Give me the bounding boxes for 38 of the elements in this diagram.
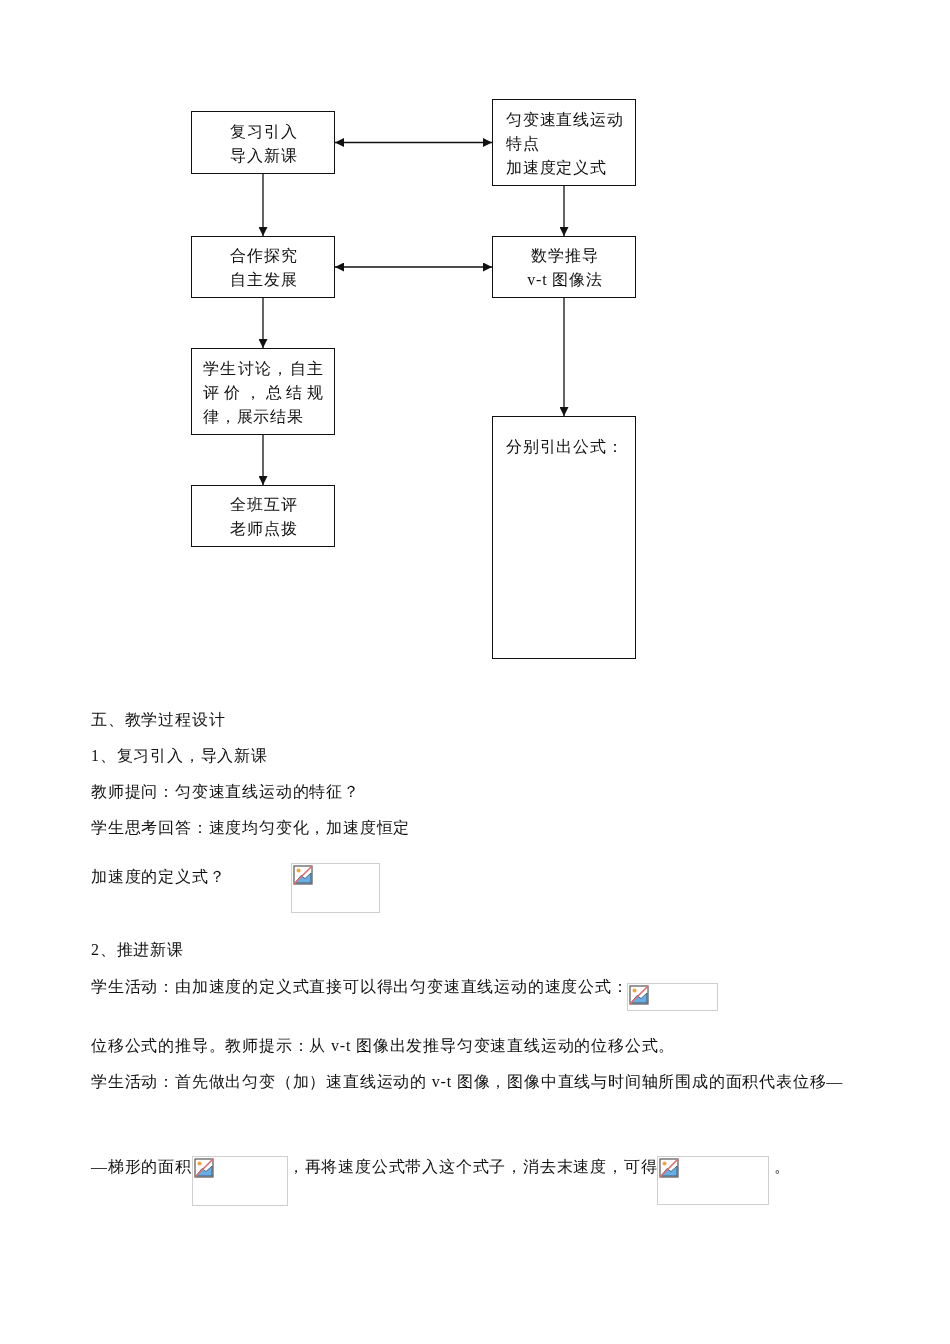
subsection-heading: 2、推进新课 xyxy=(91,940,184,960)
arrow xyxy=(258,434,268,486)
step-label: 全班互评 xyxy=(230,495,298,515)
step-label: 学生讨论，自主评价，总结规律，展示结果 xyxy=(203,358,324,427)
step-label: 自主发展 xyxy=(230,270,298,290)
arrow xyxy=(559,185,569,237)
process-box xyxy=(191,485,335,547)
subsection-heading: 1、复习引入，导入新课 xyxy=(91,746,268,766)
arrow xyxy=(258,173,268,237)
step-label: 分别引出公式： xyxy=(506,437,624,457)
paragraph: —梯形的面积 xyxy=(91,1157,192,1177)
process-box xyxy=(191,348,335,435)
step-label: 导入新课 xyxy=(230,145,298,166)
arrow xyxy=(559,297,569,417)
process-box xyxy=(492,99,636,186)
paragraph: 位移公式的推导。教师提示：从 v-t 图像出发推导匀变速直线运动的位移公式。 xyxy=(91,1036,676,1056)
step-label: 加速度定义式 xyxy=(506,157,607,178)
step-label: 老师点拨 xyxy=(230,519,298,539)
section-heading: 五、教学过程设计 xyxy=(91,710,226,730)
double-arrow xyxy=(334,138,493,147)
step-label: v-t 图像法 xyxy=(527,270,603,290)
answer-text: 学生思考回答：速度均匀变化，加速度恒定 xyxy=(91,818,411,838)
question-text: 加速度的定义式？ xyxy=(91,867,226,887)
step-label: 合作探究 xyxy=(230,246,298,266)
paragraph: ，再将速度公式带入这个式子，消去末速度，可得 xyxy=(287,1157,658,1177)
arrow xyxy=(258,297,268,349)
process-box xyxy=(492,416,636,659)
step-label: 数学推导 xyxy=(531,246,599,266)
process-box xyxy=(492,236,636,298)
step-label: 复习引入 xyxy=(230,121,298,142)
paragraph: 。 xyxy=(774,1157,792,1177)
process-box xyxy=(191,111,335,174)
question-text: 教师提问：匀变速直线运动的特征？ xyxy=(91,782,360,802)
paragraph: 学生活动：由加速度的定义式直接可以得出匀变速直线运动的速度公式： xyxy=(91,977,629,997)
double-arrow xyxy=(334,262,493,272)
paragraph: 学生活动：首先做出匀变（加）速直线运动的 v-t 图像，图像中直线与时间轴所围成的面积代表位移— xyxy=(91,1072,844,1092)
process-box xyxy=(191,236,335,298)
step-label: 匀变速直线运动特点 xyxy=(506,109,625,154)
